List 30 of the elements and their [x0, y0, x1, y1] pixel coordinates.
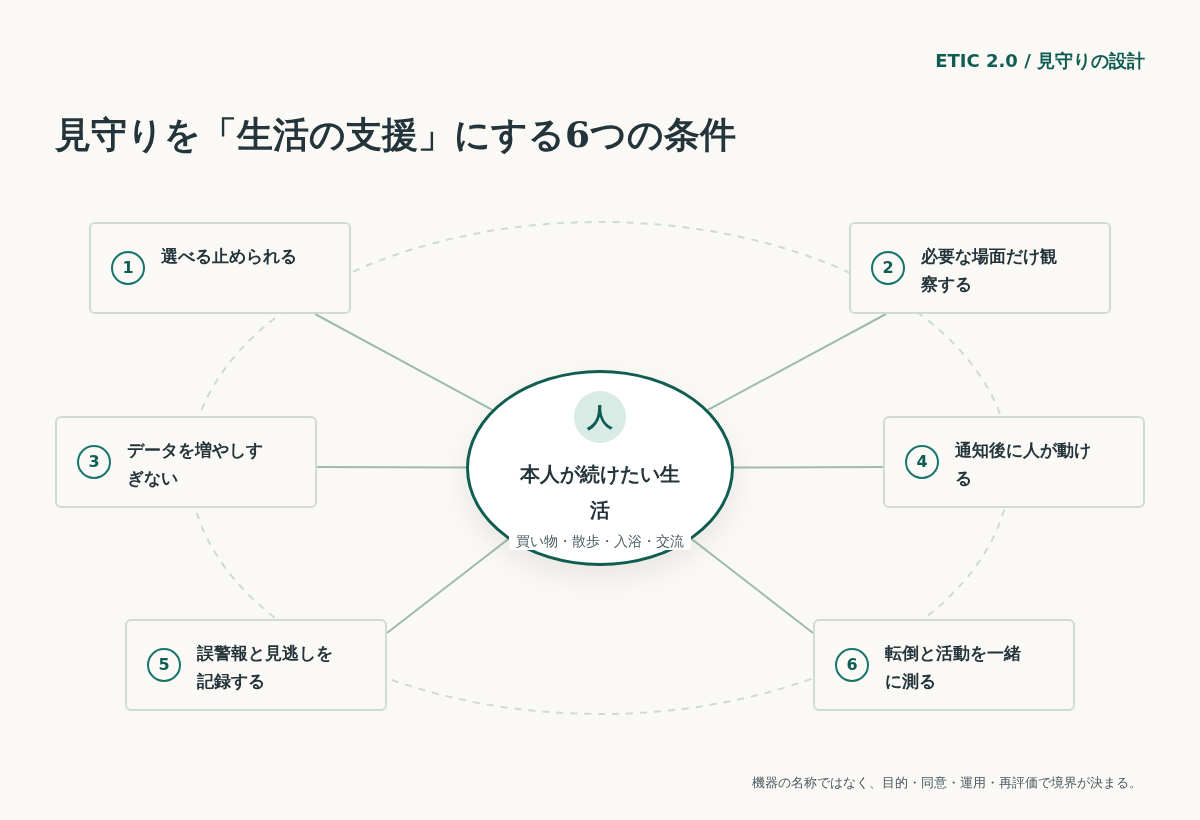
condition-box — [89, 222, 351, 314]
header-label: ETIC 2.0 / 見守りの設計 — [935, 50, 1145, 72]
condition-text: 誤警報と見逃しを記録する — [197, 642, 334, 693]
center-subtext: 買い物・散歩・入浴・交流 — [509, 532, 691, 550]
condition-text: 通知後に人が動ける — [955, 439, 1092, 490]
condition-box — [55, 416, 317, 508]
connector-line — [316, 466, 467, 469]
connector-line — [733, 466, 884, 469]
condition-box — [125, 619, 387, 711]
connector-line — [691, 538, 814, 634]
number-circle: 2 — [871, 251, 905, 285]
center-text: 本人が続けたい生活 — [519, 461, 681, 524]
condition-box — [849, 222, 1111, 314]
number-circle: 4 — [905, 445, 939, 479]
number-circle: 5 — [147, 648, 181, 682]
connector-line — [386, 538, 509, 634]
person-circle: 人 — [574, 391, 626, 443]
number-circle: 1 — [111, 251, 145, 285]
condition-box — [883, 416, 1145, 508]
connector-line — [314, 313, 494, 411]
footnote: 機器の名称ではなく、目的・同意・運用・再評価で境界が決まる。 — [752, 774, 1142, 792]
condition-text: 転倒と活動を一緒に測る — [885, 642, 1022, 693]
number-circle: 6 — [835, 648, 869, 682]
title: 見守りを「生活の支援」にする6つの条件 — [55, 112, 737, 157]
connector-line — [706, 313, 887, 411]
condition-text: データを増やしすぎない — [127, 439, 264, 490]
condition-box — [813, 619, 1075, 711]
condition-text: 選べる止められる — [161, 245, 298, 268]
number-circle: 3 — [77, 445, 111, 479]
condition-text: 必要な場面だけ観察する — [921, 245, 1058, 296]
